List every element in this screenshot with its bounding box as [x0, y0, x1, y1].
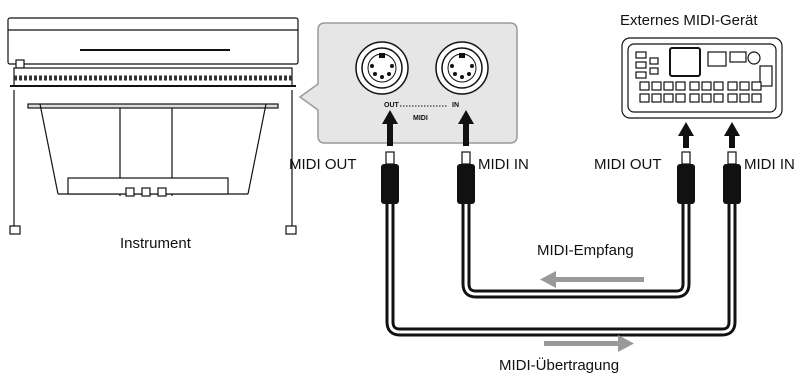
external-device-label: Externes MIDI-Gerät: [620, 12, 758, 29]
transmit-label: MIDI-Übertragung: [499, 357, 620, 374]
midi-plug-icon: [723, 151, 741, 204]
arrow-up-instrument-in: [463, 120, 469, 146]
midi-port-panel: [298, 22, 518, 144]
receive-arrow: [552, 277, 644, 282]
midi-plug-icon: [457, 151, 475, 204]
connection-arrows: [382, 110, 740, 148]
instrument-midi-in-label: MIDI IN: [478, 156, 529, 173]
transmit-arrow: [544, 341, 622, 346]
midi-din-socket-icon: [435, 41, 489, 95]
instrument-midi-out-label: MIDI OUT: [289, 156, 357, 173]
piano-illustration: [7, 17, 299, 235]
arrow-up-device-out: [683, 132, 689, 148]
panel-midi-label: MIDI: [413, 115, 428, 122]
midi-cables: [385, 200, 737, 337]
receive-label: MIDI-Empfang: [537, 242, 634, 259]
direction-arrows: [540, 271, 644, 352]
device-midi-in-label: MIDI IN: [744, 156, 795, 173]
device-midi-out-label: MIDI OUT: [594, 156, 662, 173]
midi-device-illustration: [621, 37, 783, 119]
midi-plug-icon: [677, 151, 695, 204]
midi-din-socket-icon: [355, 41, 409, 95]
midi-plug-icon: [381, 151, 399, 204]
arrow-up-device-in: [729, 132, 735, 148]
panel-in-label: IN: [452, 102, 459, 109]
arrow-up-instrument-out: [387, 120, 393, 146]
cable-transmit: [385, 200, 737, 337]
panel-out-label: OUT: [384, 102, 399, 109]
instrument-label: Instrument: [120, 235, 191, 252]
